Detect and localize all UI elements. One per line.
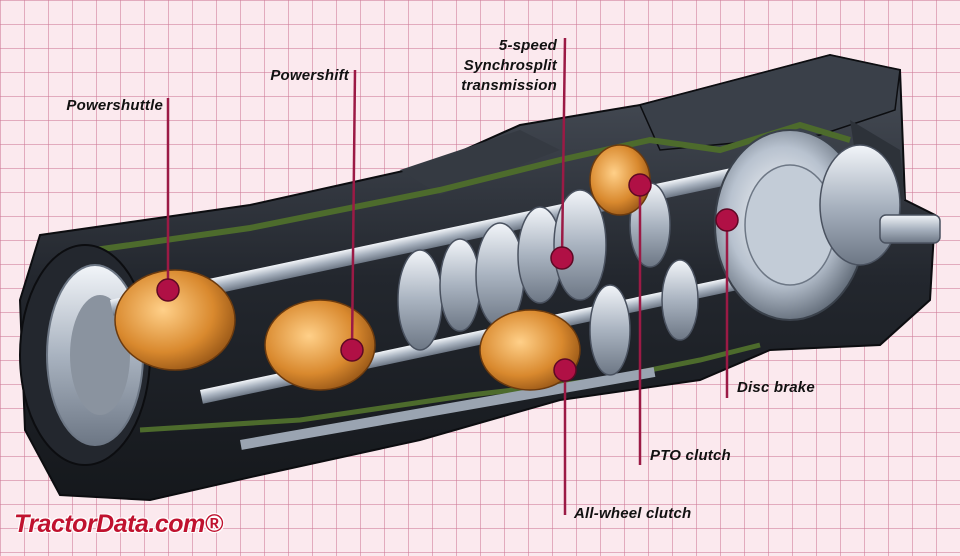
disc-brake-text: Disc brake [737,379,815,396]
synchrosplit-line3: transmission [461,77,557,94]
clutch-packs [114,144,651,391]
callout-pto-clutch-label: PTO clutch [650,446,731,466]
tractordata-watermark: TractorData.com® [14,510,223,538]
marker-powershuttle [156,278,180,302]
marker-pto-clutch [628,173,652,197]
marker-all-wheel-clutch [553,358,577,382]
callout-synchrosplit-label: 5-speed Synchrosplit transmission [461,36,557,96]
marker-powershift [340,338,364,362]
leader-lines [166,37,729,515]
powershuttle-text: Powershuttle [66,97,163,114]
leader-synchrosplit [560,37,567,259]
powershift-text: Powershift [270,67,349,84]
callout-powershift-label: Powershift [270,66,349,86]
callout-markers [156,173,739,382]
all-wheel-clutch-text: All-wheel clutch [574,505,692,522]
marker-disc-brake [715,208,739,232]
leader-powershift [350,69,357,351]
synchrosplit-line2: Synchrosplit [463,57,557,74]
rear-differential [714,129,941,321]
callout-all-wheel-clutch-label: All-wheel clutch [574,504,691,524]
front-housing [19,244,151,466]
callout-powershuttle-label: Powershuttle [66,96,163,116]
synchrosplit-line1: 5-speed [498,37,557,54]
callout-disc-brake-label: Disc brake [737,378,815,398]
pto-clutch-text: PTO clutch [650,447,731,464]
marker-synchrosplit [550,246,574,270]
